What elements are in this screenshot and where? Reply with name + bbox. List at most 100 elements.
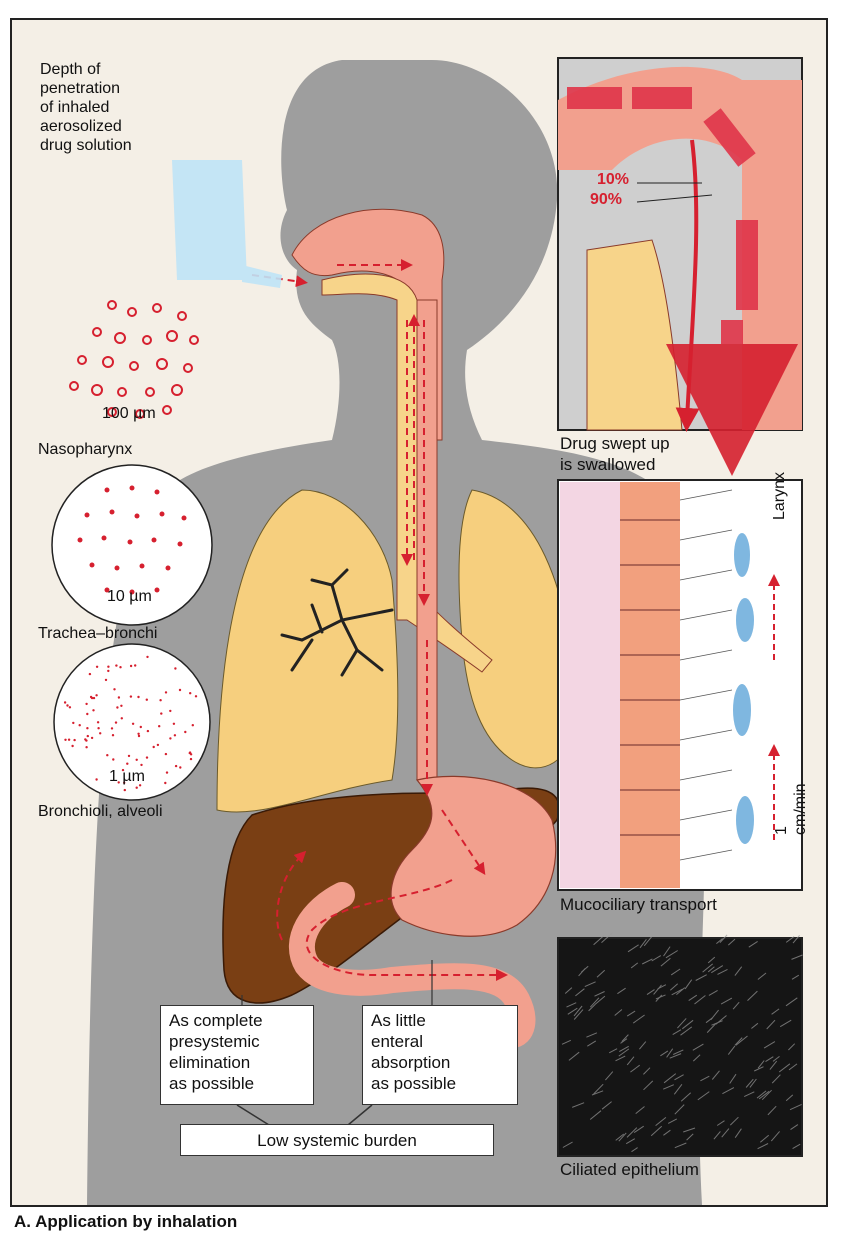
region-label-nasopharynx: Nasopharynx xyxy=(38,441,133,458)
cilium-streak xyxy=(716,938,723,944)
cilium-streak xyxy=(747,990,758,1001)
cilium-streak xyxy=(711,1070,720,1080)
cilium-streak xyxy=(766,1019,776,1030)
cilium-streak xyxy=(694,995,706,1005)
cilium-streak xyxy=(593,935,605,946)
inset-swallow-caption: Drug swept up is swallowed xyxy=(560,433,670,475)
box-line: elimination xyxy=(169,1053,251,1072)
particle-dot xyxy=(95,665,99,668)
box-line: as possible xyxy=(371,1074,457,1093)
particles-10um-disc xyxy=(51,464,213,626)
cilium-streak xyxy=(594,995,606,1005)
particle-dot xyxy=(96,721,100,724)
cilium-streak xyxy=(573,1009,584,1020)
cilium-streak xyxy=(763,1041,776,1049)
cilium-streak xyxy=(568,1051,580,1061)
cilium-streak xyxy=(757,972,767,980)
cilium-streak xyxy=(627,944,639,953)
particle-dot xyxy=(92,696,96,700)
cilium-streak xyxy=(617,987,626,995)
cilium-streak xyxy=(735,1035,748,1046)
particle-dot xyxy=(178,688,182,692)
larynx-label: Larynx xyxy=(771,471,788,520)
cilium-streak xyxy=(771,1074,781,1084)
particle-dot xyxy=(174,764,178,768)
cilium-streak xyxy=(626,1056,635,1066)
particle-dot xyxy=(92,709,95,712)
cilium-streak xyxy=(711,965,724,974)
particle-dot xyxy=(137,734,141,738)
cilium-streak xyxy=(707,956,716,964)
cilium-streak xyxy=(790,1124,799,1131)
cilium-streak xyxy=(633,1125,644,1134)
cilium-streak xyxy=(676,987,686,995)
cilium-streak xyxy=(779,1019,792,1028)
particle-dot xyxy=(134,664,137,667)
cilium-streak xyxy=(665,950,678,959)
cilium-streak xyxy=(749,1078,757,1088)
particle-dot xyxy=(119,666,122,669)
cilium-streak xyxy=(561,1039,572,1045)
cilium-streak xyxy=(573,1005,583,1017)
particle-dot xyxy=(129,664,133,668)
cilium-streak xyxy=(667,1118,678,1124)
cilium-streak xyxy=(778,1063,791,1073)
cilium-streak xyxy=(572,1102,585,1108)
right-lung xyxy=(458,489,578,769)
cilium-streak xyxy=(567,1007,578,1015)
cilium-streak xyxy=(663,946,671,957)
cilium-streak xyxy=(759,1134,770,1143)
cilium-streak xyxy=(757,1143,769,1150)
cilium-streak xyxy=(618,1132,627,1142)
cilium-streak xyxy=(639,1041,647,1050)
cilium-streak xyxy=(641,958,653,965)
particle-dot xyxy=(152,745,155,749)
cilium-streak xyxy=(717,968,728,975)
cilium-streak xyxy=(663,1129,671,1136)
cilium-streak xyxy=(669,983,679,991)
cilium-streak xyxy=(643,1080,654,1091)
cilium-streak xyxy=(663,1073,677,1084)
particle-dot xyxy=(137,732,140,735)
cilium-streak xyxy=(601,932,613,943)
particle-dot xyxy=(135,758,138,761)
particle-dot xyxy=(120,717,124,720)
particle-dot xyxy=(145,756,149,759)
cilium-streak xyxy=(635,1106,645,1114)
cilium-streak xyxy=(716,1120,725,1126)
inset-micrograph xyxy=(557,932,803,1157)
particle-dot xyxy=(160,712,163,715)
cilium-streak xyxy=(655,994,663,1002)
speed-label: 1 cm/min xyxy=(773,783,809,835)
particle-dot xyxy=(137,695,140,699)
cilium-streak xyxy=(785,936,795,943)
pct-swallowed: 90% xyxy=(590,191,623,208)
cilium-streak xyxy=(734,1037,743,1046)
particle-dot xyxy=(85,702,88,706)
cilium-streak xyxy=(630,1064,640,1073)
particle-dot xyxy=(117,696,121,699)
cilium-streak xyxy=(727,1045,736,1055)
cilium-streak xyxy=(673,1083,683,1095)
particle-dot xyxy=(110,727,114,730)
cilium-streak xyxy=(564,987,573,994)
cilium-streak xyxy=(680,1092,692,1102)
cilium-streak xyxy=(660,1050,669,1057)
particle-dot xyxy=(123,788,127,792)
particle-dot xyxy=(68,706,72,709)
particle-dot xyxy=(179,766,182,769)
cilium-streak xyxy=(591,1090,604,1096)
cilium-streak xyxy=(708,989,718,996)
illustration xyxy=(51,57,826,1205)
cilium-streak xyxy=(601,1101,612,1110)
cilium-streak xyxy=(706,1023,717,1033)
particle-dot xyxy=(121,768,125,772)
particle-dot xyxy=(90,736,94,740)
cilium-streak xyxy=(674,1104,685,1115)
particle-dot xyxy=(120,704,123,707)
particle-dot xyxy=(164,691,168,694)
cilium-streak xyxy=(719,934,728,943)
cilium-streak xyxy=(681,1019,694,1030)
particle-dot xyxy=(127,754,131,758)
particle-dot xyxy=(64,738,67,741)
